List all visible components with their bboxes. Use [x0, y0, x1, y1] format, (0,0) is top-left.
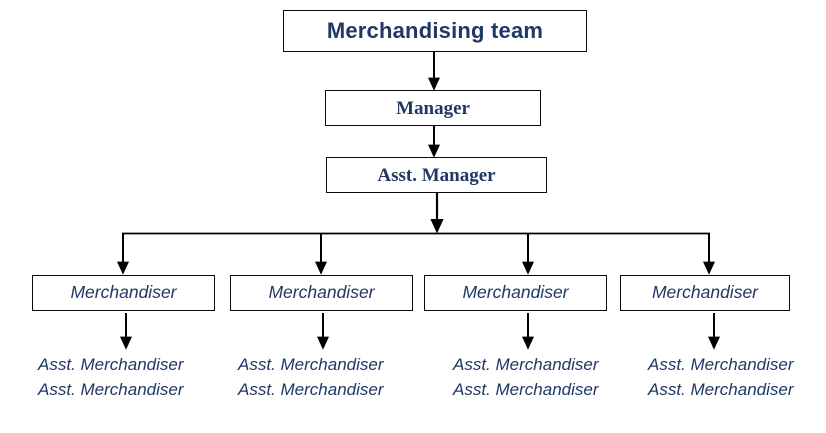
node-label-manager: Manager	[396, 97, 470, 119]
asst-merchandiser-group-2: Asst. Merchandiser Asst. Merchandiser	[238, 352, 384, 402]
asst-merchandiser-label: Asst. Merchandiser	[648, 355, 794, 374]
node-label-merchandiser-2: Merchandiser	[268, 282, 375, 303]
node-merchandiser-1[interactable]: Merchandiser	[32, 275, 215, 311]
asst-merchandiser-label: Asst. Merchandiser	[238, 380, 384, 399]
node-merchandising-team[interactable]: Merchandising team	[283, 10, 587, 52]
asst-merchandiser-label: Asst. Merchandiser	[453, 355, 599, 374]
node-label-merchandiser-3: Merchandiser	[462, 282, 569, 303]
node-label-asst-manager: Asst. Manager	[377, 164, 496, 186]
node-manager[interactable]: Manager	[325, 90, 541, 126]
asst-merchandiser-group-1: Asst. Merchandiser Asst. Merchandiser	[38, 352, 184, 402]
node-merchandiser-3[interactable]: Merchandiser	[424, 275, 607, 311]
asst-merchandiser-label: Asst. Merchandiser	[238, 355, 384, 374]
asst-merchandiser-label: Asst. Merchandiser	[453, 380, 599, 399]
node-asst-manager[interactable]: Asst. Manager	[326, 157, 547, 193]
node-label-merchandiser-4: Merchandiser	[651, 282, 759, 303]
asst-merchandiser-group-4: Asst. Merchandiser Asst. Merchandiser	[648, 352, 794, 402]
asst-merchandiser-group-3: Asst. Merchandiser Asst. Merchandiser	[453, 352, 599, 402]
node-merchandiser-2[interactable]: Merchandiser	[230, 275, 413, 311]
node-label-merchandiser-1: Merchandiser	[70, 282, 177, 303]
node-label-merchandising-team: Merchandising team	[326, 18, 544, 43]
node-merchandiser-4[interactable]: Merchandiser	[620, 275, 790, 311]
asst-merchandiser-label: Asst. Merchandiser	[648, 380, 794, 399]
asst-merchandiser-label: Asst. Merchandiser	[38, 355, 184, 374]
asst-merchandiser-label: Asst. Merchandiser	[38, 380, 184, 399]
